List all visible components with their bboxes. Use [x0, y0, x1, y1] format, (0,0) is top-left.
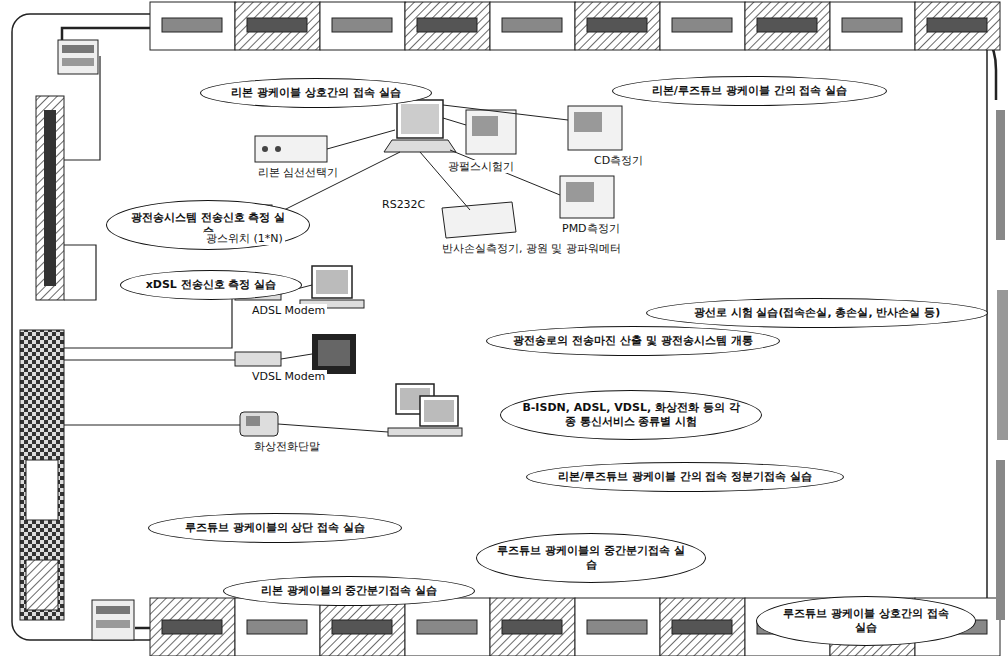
- cable-closure: [405, 598, 490, 656]
- cable-closure: [830, 2, 915, 50]
- cable-closure: [842, 18, 902, 32]
- practice-title: 광전송로의 전송마진 산출 및 광전송시스템 개통: [513, 334, 752, 348]
- cable-closure: [162, 18, 222, 32]
- cable-closure: [320, 2, 405, 50]
- equipment-label: RS232C: [380, 198, 427, 211]
- equipment-label: 리본 심선선택기: [256, 166, 341, 179]
- equipment-label: 화상전화단말: [252, 440, 322, 453]
- cable-closure: [587, 18, 647, 32]
- practice-ellipse: 루즈튜브 광케이블의 상단 접속 실습: [148, 513, 402, 543]
- equipment-label: PMD측정기: [560, 222, 622, 235]
- cable-closure: [247, 620, 307, 634]
- practice-title: 리본 광케이블의 중간분기접속 실습: [261, 584, 438, 598]
- cable-closure: [417, 620, 477, 634]
- cable-closure: [575, 598, 660, 656]
- cable-closure: [672, 620, 732, 634]
- cable-closure: [417, 18, 477, 32]
- practice-title: 리본 광케이블 상호간의 접속 실습: [231, 86, 400, 100]
- cable-closure: [757, 18, 817, 32]
- practice-title: xDSL 전송신호 측정 실습: [146, 278, 277, 292]
- practice-ellipse: 루즈튜브 광케이블 상호간의 접속 실습: [756, 596, 976, 646]
- equipment-label: VDSL Modem: [250, 370, 327, 383]
- equipment-label: 광스위치 (1*N): [204, 232, 285, 245]
- cable-closure: [247, 18, 307, 32]
- cable-closure: [162, 620, 222, 634]
- practice-title: 루즈튜브 광케이블의 중간분기접속 실습: [497, 544, 685, 572]
- cable-closure: [660, 2, 745, 50]
- practice-ellipse: 리본/루즈튜브 광케이블 간의 접속 정분기접속 실습: [526, 462, 844, 492]
- cable-closure: [745, 2, 830, 50]
- equipment-label: ADSL Modem: [250, 304, 327, 317]
- practice-title: 광선로 시험 실습(접속손실, 총손실, 반사손실 등): [694, 306, 941, 320]
- cable-closure: [320, 598, 405, 656]
- practice-ellipse: 리본 광케이블의 중간분기접속 실습: [223, 576, 475, 606]
- cable-closure: [927, 18, 987, 32]
- practice-ellipse: xDSL 전송신호 측정 실습: [120, 270, 302, 300]
- equipment-label: 반사손실측정기, 광원 및 광파워메터: [440, 242, 623, 255]
- practice-title: 리본/루즈튜브 광케이블 간의 접속 정분기접속 실습: [558, 470, 812, 484]
- cable-closure: [672, 18, 732, 32]
- cable-closure: [502, 18, 562, 32]
- cable-closure: [405, 2, 490, 50]
- practice-ellipse: 광선로 시험 실습(접속손실, 총손실, 반사손실 등): [646, 298, 988, 328]
- practice-title: 리본/루즈튜브 광케이블 간의 접속 실습: [652, 84, 847, 98]
- practice-ellipse: 리본/루즈튜브 광케이블 간의 접속 실습: [612, 76, 887, 106]
- equipment-label: CD측정기: [592, 154, 645, 167]
- cable-closure: [235, 598, 320, 656]
- practice-title: 루즈튜브 광케이블의 상단 접속 실습: [185, 521, 365, 535]
- cable-closure: [575, 2, 660, 50]
- practice-ellipse: 루즈튜브 광케이블의 중간분기접속 실습: [476, 533, 706, 583]
- cable-closure: [490, 598, 575, 656]
- cable-closure: [660, 598, 745, 656]
- cable-closure: [150, 598, 235, 656]
- practice-title: 루즈튜브 광케이블 상호간의 접속 실습: [777, 607, 955, 635]
- cable-closure: [490, 2, 575, 50]
- cable-closure: [587, 620, 647, 634]
- practice-ellipse: 리본 광케이블 상호간의 접속 실습: [200, 78, 432, 108]
- cable-closure: [150, 2, 235, 50]
- practice-ellipse: B-ISDN, ADSL, VDSL, 화상전화 등의 각종 통신서비스 종류별…: [500, 390, 762, 440]
- cable-closure: [915, 2, 1000, 50]
- cable-closure: [502, 620, 562, 634]
- cable-closure: [332, 18, 392, 32]
- cable-closure: [332, 620, 392, 634]
- practice-title: B-ISDN, ADSL, VDSL, 화상전화 등의 각종 통신서비스 종류별…: [521, 401, 741, 429]
- practice-ellipse: 광전송로의 전송마진 산출 및 광전송시스템 개통: [486, 326, 780, 356]
- equipment-label: 광펄스시험기: [446, 160, 516, 173]
- cable-closure: [235, 2, 320, 50]
